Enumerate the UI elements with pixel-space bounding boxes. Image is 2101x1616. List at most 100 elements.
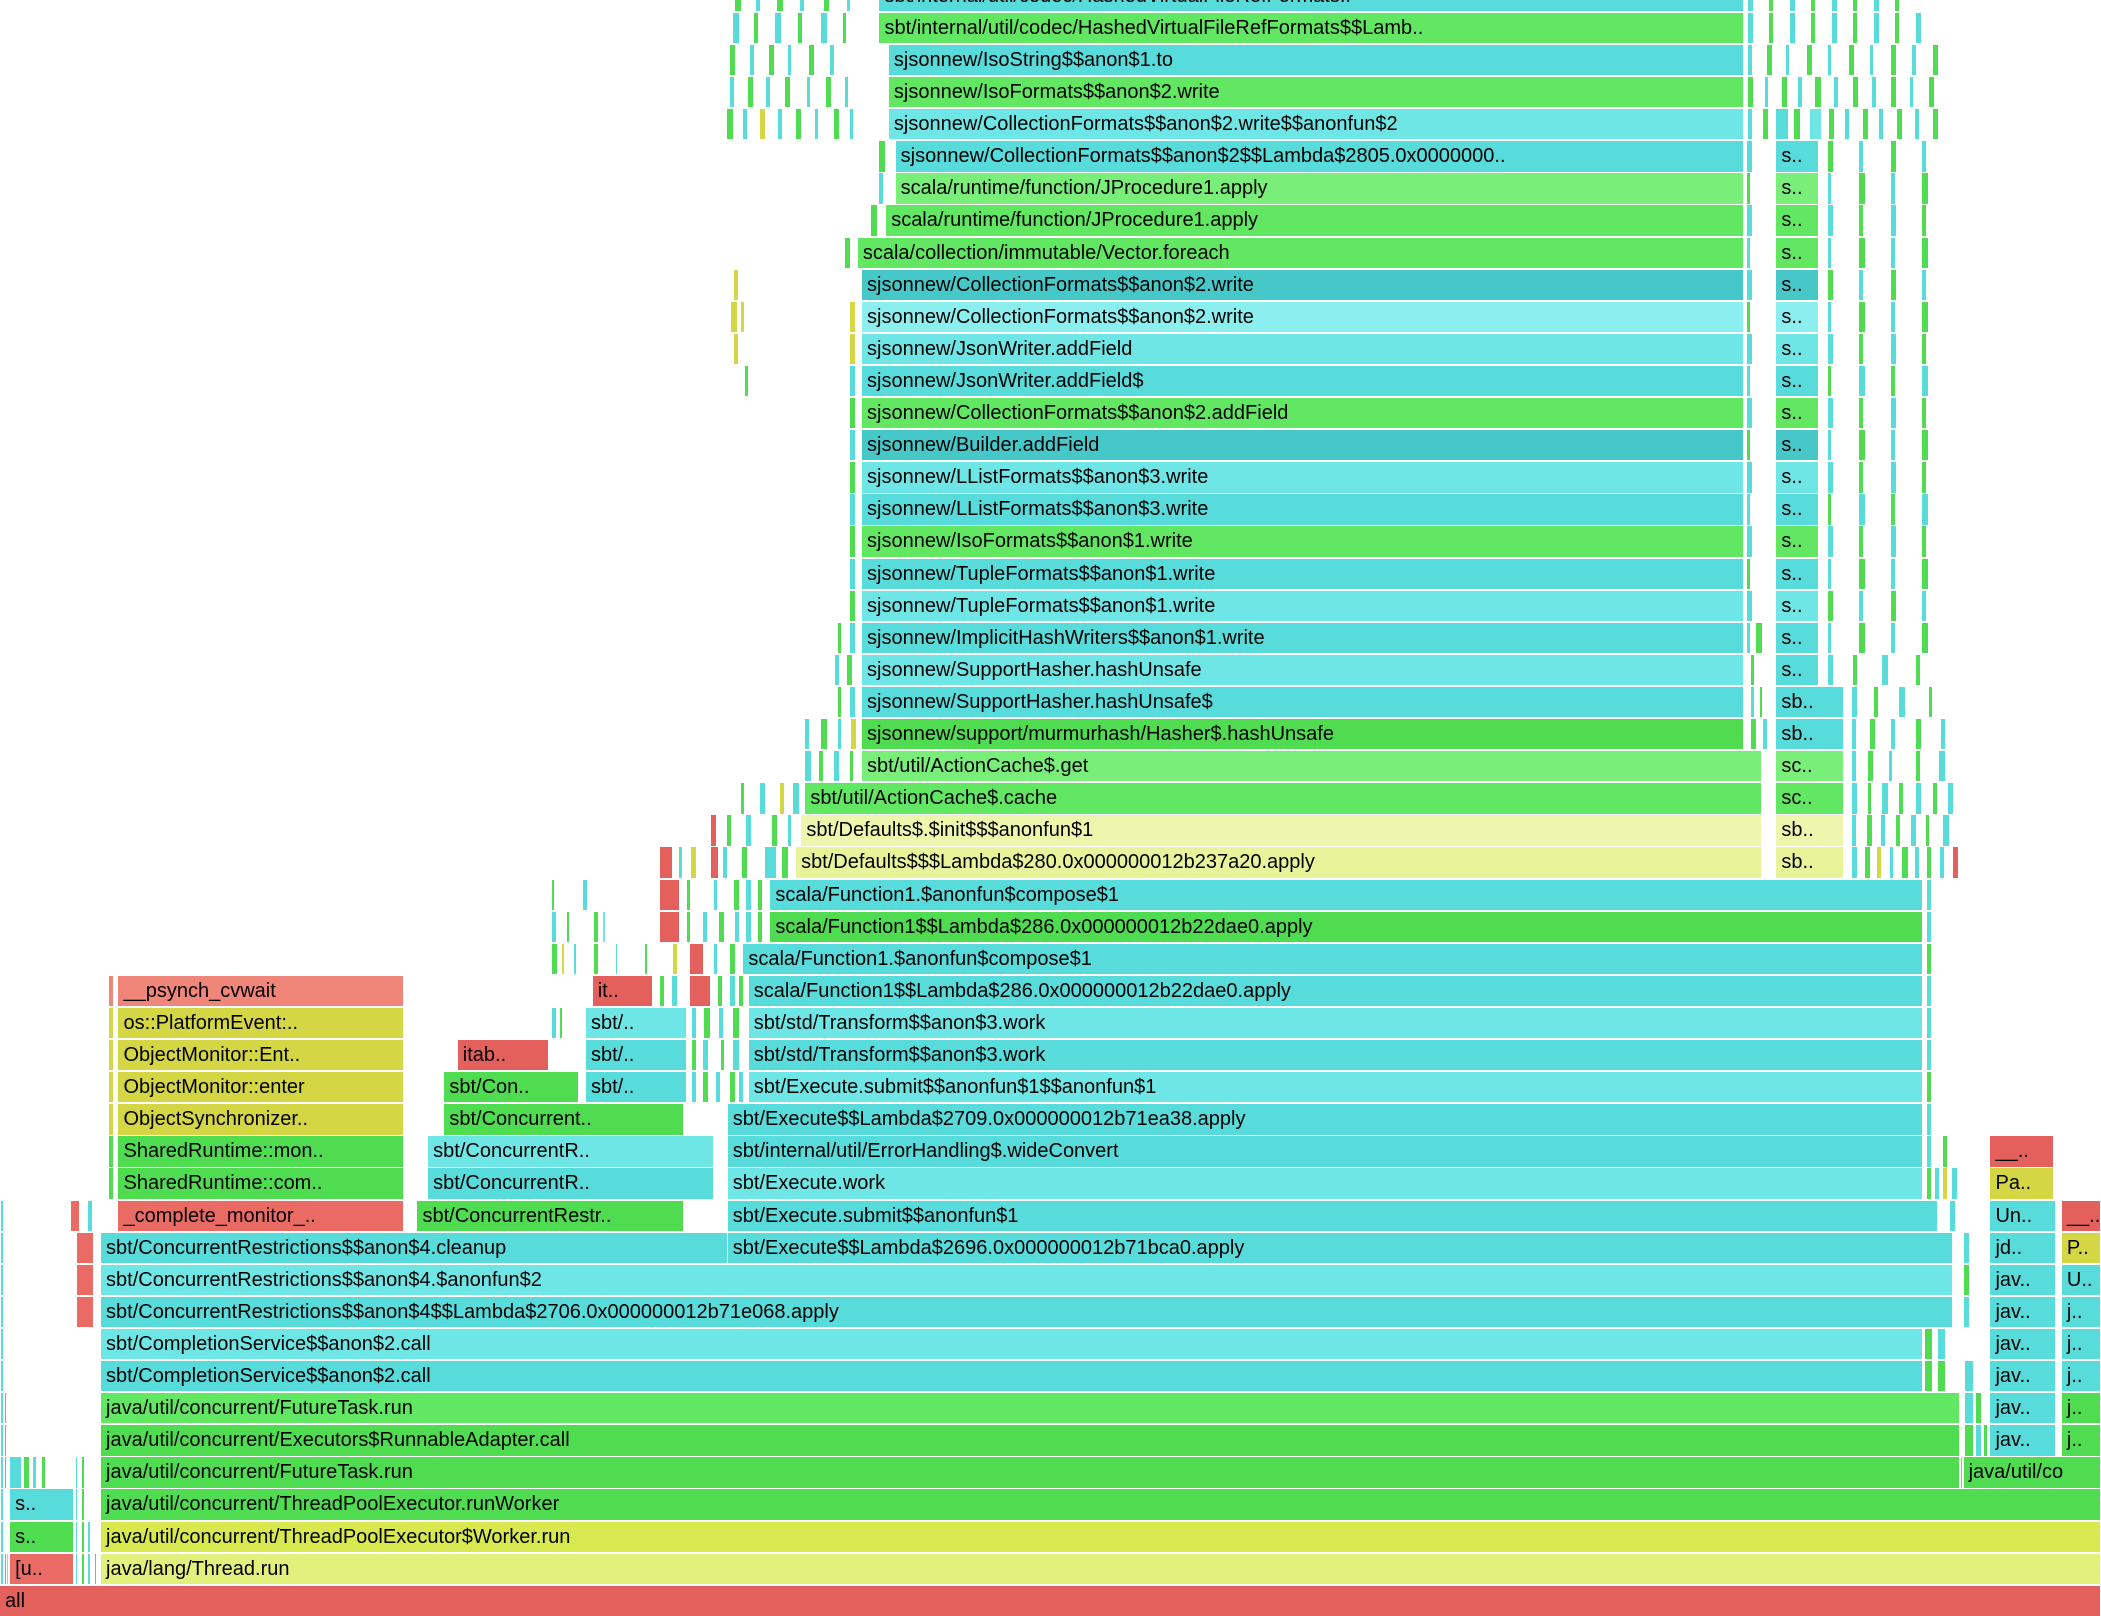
flame-sliver[interactable]: [775, 12, 781, 44]
flame-sliver[interactable]: [82, 1521, 84, 1552]
flame-sliver[interactable]: [1952, 847, 1959, 878]
flame-sliver[interactable]: [1895, 0, 1899, 11]
flame-frame[interactable]: s..: [1776, 205, 1819, 236]
flame-sliver[interactable]: [1859, 398, 1863, 429]
flame-frame[interactable]: sbt/Defaults$.$init$$$anonfun$1: [801, 815, 1761, 846]
flame-frame[interactable]: java/util/co: [1963, 1457, 2100, 1488]
flame-sliver[interactable]: [787, 44, 792, 76]
flame-frame[interactable]: jd..: [1990, 1232, 2056, 1263]
flame-frame[interactable]: java/lang/Thread.run: [101, 1553, 2100, 1584]
flame-frame[interactable]: sbt/Concurrent..: [444, 1104, 684, 1135]
flame-frame[interactable]: __..: [1990, 1136, 2053, 1167]
flame-sliver[interactable]: [594, 943, 598, 974]
flame-frame[interactable]: sjsonnew/SupportHasher.hashUnsafe: [862, 654, 1744, 686]
flame-sliver[interactable]: [1827, 462, 1834, 493]
flame-sliver[interactable]: [1940, 847, 1944, 878]
flame-sliver[interactable]: [1890, 365, 1895, 397]
flame-sliver[interactable]: [731, 301, 737, 332]
flame-sliver[interactable]: [768, 44, 775, 76]
flame-sliver[interactable]: [689, 975, 710, 1007]
flame-sliver[interactable]: [1984, 1425, 1987, 1456]
flame-sliver[interactable]: [1766, 44, 1773, 76]
flame-sliver[interactable]: [615, 943, 618, 974]
flame-sliver[interactable]: [77, 1296, 93, 1328]
flame-sliver[interactable]: [756, 0, 760, 11]
flame-sliver[interactable]: [1976, 1393, 1982, 1424]
flame-sliver[interactable]: [109, 1040, 114, 1071]
flame-frame[interactable]: sbt/..: [585, 1007, 687, 1039]
flame-frame[interactable]: j..: [2061, 1425, 2100, 1456]
flame-sliver[interactable]: [739, 1072, 743, 1103]
flame-sliver[interactable]: [1827, 269, 1834, 300]
flame-sliver[interactable]: [796, 109, 802, 140]
flame-sliver[interactable]: [849, 558, 856, 589]
flame-frame[interactable]: s..: [1776, 269, 1819, 300]
flame-frame[interactable]: sjsonnew/IsoString$$anon$1.to: [888, 44, 1744, 76]
flame-frame[interactable]: sbt/util/ActionCache$.get: [862, 751, 1761, 782]
flame-frame[interactable]: sbt/CompletionService$$anon$2.call: [101, 1361, 1923, 1392]
flame-sliver[interactable]: [1, 1296, 3, 1328]
flame-sliver[interactable]: [844, 77, 849, 108]
flame-sliver[interactable]: [1750, 686, 1755, 718]
flame-sliver[interactable]: [109, 1072, 114, 1103]
flame-sliver[interactable]: [109, 1007, 114, 1039]
flame-sliver[interactable]: [704, 1007, 710, 1039]
flame-sliver[interactable]: [758, 911, 762, 942]
flame-sliver[interactable]: [1, 1232, 3, 1263]
flame-sliver[interactable]: [1922, 398, 1927, 429]
flame-sliver[interactable]: [1964, 1361, 1974, 1392]
flame-frame[interactable]: j..: [2061, 1328, 2100, 1360]
flame-frame[interactable]: all: [0, 1585, 2100, 1616]
flame-sliver[interactable]: [1811, 12, 1815, 44]
flame-sliver[interactable]: [1927, 1007, 1931, 1039]
flame-sliver[interactable]: [727, 109, 733, 140]
flame-frame[interactable]: sc..: [1776, 783, 1843, 814]
flame-sliver[interactable]: [1, 1553, 3, 1584]
flame-frame[interactable]: scala/runtime/function/JProcedure1.apply: [886, 205, 1744, 236]
flame-frame[interactable]: sb..: [1776, 847, 1843, 878]
flame-sliver[interactable]: [1746, 205, 1753, 236]
flame-sliver[interactable]: [1769, 0, 1773, 11]
flame-sliver[interactable]: [1827, 494, 1832, 525]
flame-frame[interactable]: sjsonnew/support/murmurhash/Hasher$.hash…: [862, 719, 1744, 750]
flame-frame[interactable]: sbt/ConcurrentRestrictions$$anon$4$$Lamb…: [101, 1296, 1952, 1328]
flame-sliver[interactable]: [1750, 719, 1757, 750]
flame-sliver[interactable]: [75, 1521, 78, 1552]
flame-sliver[interactable]: [94, 1553, 96, 1584]
flame-sliver[interactable]: [1790, 0, 1796, 11]
flame-sliver[interactable]: [1834, 77, 1838, 108]
flame-sliver[interactable]: [659, 879, 680, 910]
flame-frame[interactable]: sc..: [1776, 751, 1843, 782]
flame-sliver[interactable]: [833, 751, 839, 782]
flame-sliver[interactable]: [1864, 847, 1870, 878]
flame-sliver[interactable]: [1798, 77, 1803, 108]
flame-sliver[interactable]: [849, 333, 856, 365]
flame-sliver[interactable]: [1852, 815, 1856, 846]
flame-sliver[interactable]: [1746, 430, 1751, 461]
flame-sliver[interactable]: [1890, 77, 1897, 108]
flame-sliver[interactable]: [1927, 879, 1931, 910]
flame-sliver[interactable]: [1927, 975, 1931, 1007]
flame-sliver[interactable]: [821, 12, 827, 44]
flame-sliver[interactable]: [573, 943, 576, 974]
flame-sliver[interactable]: [1882, 654, 1888, 686]
flame-sliver[interactable]: [778, 109, 783, 140]
flame-sliver[interactable]: [1916, 783, 1922, 814]
flame-sliver[interactable]: [77, 1232, 93, 1263]
flame-frame[interactable]: s..: [1776, 590, 1819, 621]
flame-sliver[interactable]: [833, 109, 839, 140]
flame-sliver[interactable]: [1859, 301, 1865, 332]
flame-sliver[interactable]: [719, 1007, 723, 1039]
flame-sliver[interactable]: [1897, 109, 1903, 140]
flame-sliver[interactable]: [1927, 847, 1931, 878]
flame-sliver[interactable]: [1746, 365, 1751, 397]
flame-sliver[interactable]: [1922, 462, 1927, 493]
flame-sliver[interactable]: [1746, 622, 1751, 653]
flame-sliver[interactable]: [1896, 815, 1900, 846]
flame-frame[interactable]: java/util/concurrent/FutureTask.run: [101, 1457, 1959, 1488]
flame-frame[interactable]: s..: [1776, 173, 1819, 204]
flame-sliver[interactable]: [1915, 847, 1919, 878]
flame-sliver[interactable]: [659, 847, 672, 878]
flame-sliver[interactable]: [1890, 590, 1897, 621]
flame-frame[interactable]: sbt/internal/util/ErrorHandling$.wideCon…: [727, 1136, 1923, 1167]
